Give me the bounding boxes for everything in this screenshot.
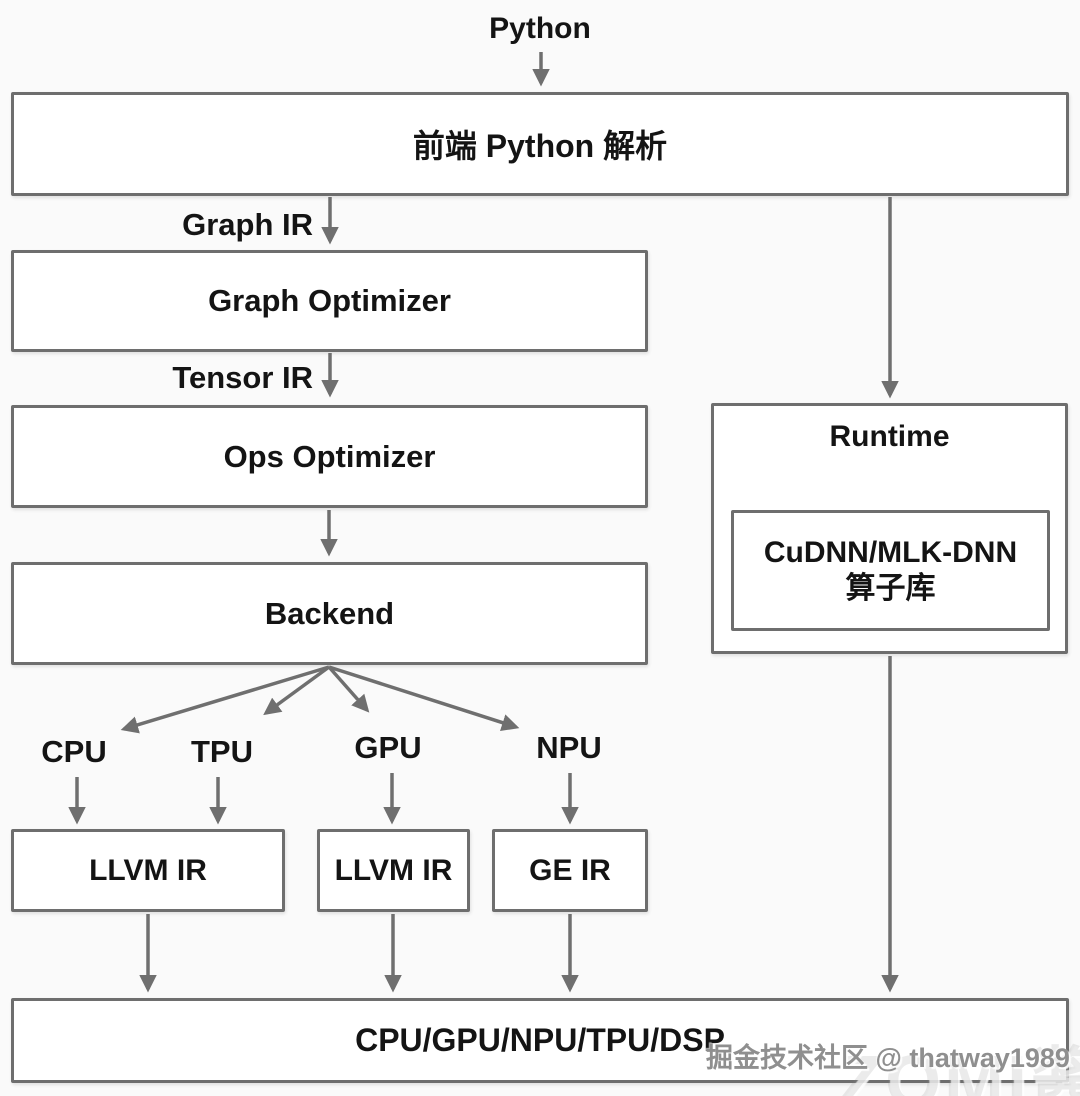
gpu-target-label: GPU <box>354 730 422 765</box>
tpu-target-label: TPU <box>191 734 253 769</box>
graph-optimizer-label: Graph Optimizer <box>208 283 451 318</box>
llvm-ir-box-1: LLVM IR <box>11 829 285 912</box>
llvm-ir-label-2: LLVM IR <box>334 853 453 887</box>
npu-target-label: NPU <box>536 730 602 765</box>
ops-library-label-line1: CuDNN/MLK-DNN <box>763 536 1018 570</box>
hardware-box: CPU/GPU/NPU/TPU/DSP <box>11 998 1069 1083</box>
community-watermark: 掘金技术社区 @ thatway1989 <box>706 1043 1070 1073</box>
ghost-watermark: ZOMI酱 <box>838 1042 1080 1096</box>
ops-optimizer-box: Ops Optimizer <box>11 405 648 508</box>
ops-optimizer-label: Ops Optimizer <box>223 438 436 474</box>
arrow-backend-to-cpu <box>120 665 330 734</box>
graph-ir-label: Graph IR <box>182 207 313 242</box>
ge-ir-box: GE IR <box>492 829 648 912</box>
llvm-ir-label-1: LLVM IR <box>89 853 207 887</box>
frontend-python-parse-label: 前端 Python 解析 <box>412 128 668 164</box>
backend-box: Backend <box>11 562 648 665</box>
frontend-python-parse-box: 前端 Python 解析 <box>11 92 1069 196</box>
ops-library-label-line2: 算子库 <box>845 571 936 605</box>
runtime-label: Runtime <box>829 420 950 453</box>
llvm-ir-box-2: LLVM IR <box>317 829 470 912</box>
graph-optimizer-box: Graph Optimizer <box>11 250 648 352</box>
ops-library-box: CuDNN/MLK-DNN 算子库 <box>731 510 1050 631</box>
arrow-backend-to-tpu <box>263 665 331 716</box>
backend-label: Backend <box>264 595 395 631</box>
arrow-backend-to-npu <box>328 665 520 732</box>
cpu-target-label: CPU <box>41 734 107 769</box>
arrow-backend-to-gpu <box>327 665 370 713</box>
hardware-label: CPU/GPU/NPU/TPU/DSP <box>355 1022 725 1058</box>
tensor-ir-label: Tensor IR <box>172 360 313 395</box>
ge-ir-label: GE IR <box>529 853 611 887</box>
python-label: Python <box>489 12 591 45</box>
